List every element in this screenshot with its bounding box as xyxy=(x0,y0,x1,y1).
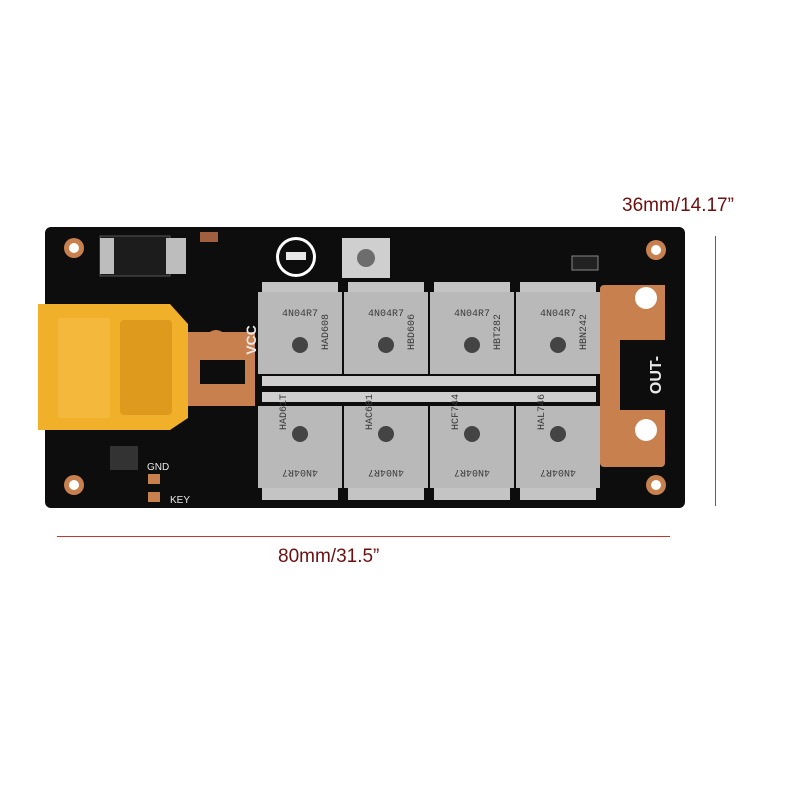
svg-text:4N04R7: 4N04R7 xyxy=(282,309,318,320)
height-dimension-line xyxy=(715,236,716,506)
mosfet-2: 4N04R7 HBD606 xyxy=(344,282,428,374)
svg-text:HBN242: HBN242 xyxy=(579,314,590,350)
svg-text:4N04R7: 4N04R7 xyxy=(540,466,576,477)
svg-text:HCF744: HCF744 xyxy=(451,394,462,430)
mosfet-7: 4N04R7 HCF744 xyxy=(430,394,514,500)
height-dimension-label: 36mm/14.17” xyxy=(622,195,734,216)
svg-text:4N04R7: 4N04R7 xyxy=(282,466,318,477)
svg-text:HAD61T: HAD61T xyxy=(279,394,290,430)
key-label: KEY xyxy=(170,495,190,506)
svg-text:HBD606: HBD606 xyxy=(407,314,418,350)
svg-text:4N04R7: 4N04R7 xyxy=(454,309,490,320)
svg-text:HBT282: HBT282 xyxy=(493,314,504,350)
svg-text:4N04R7: 4N04R7 xyxy=(540,309,576,320)
width-dimension-label: 80mm/31.5” xyxy=(278,546,380,567)
width-dimension-line xyxy=(57,536,670,537)
svg-text:4N04R7: 4N04R7 xyxy=(454,466,490,477)
gnd-label: GND xyxy=(147,462,169,473)
mosfet-6: 4N04R7 HAC601 xyxy=(344,394,428,500)
mosfet-5: 4N04R7 HAD61T xyxy=(258,394,342,500)
svg-text:4N04R7: 4N04R7 xyxy=(368,466,404,477)
mosfet-4: 4N04R7 HBN242 xyxy=(516,282,600,374)
svg-text:HAD608: HAD608 xyxy=(321,314,332,350)
out-label: OUT- xyxy=(648,356,665,394)
mosfet-1: 4N04R7 HAD608 xyxy=(258,282,342,374)
xt90-connector xyxy=(38,304,188,430)
svg-text:HAL746: HAL746 xyxy=(537,394,548,430)
vcc-label: VCC xyxy=(243,325,259,355)
svg-text:4N04R7: 4N04R7 xyxy=(368,309,404,320)
mosfet-8: 4N04R7 HAL746 xyxy=(516,394,600,500)
mosfet-3: 4N04R7 HBT282 xyxy=(430,282,514,374)
svg-text:HAC601: HAC601 xyxy=(365,394,376,430)
